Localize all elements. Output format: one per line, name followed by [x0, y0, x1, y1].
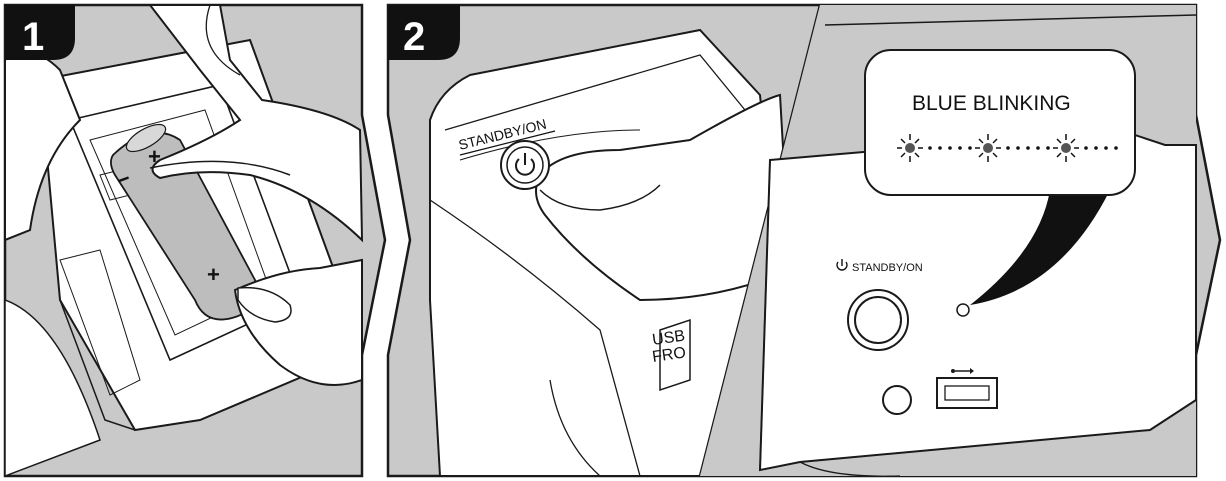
panel-step-1: + − + 1	[3, 3, 387, 478]
usb-label-left-line1: USB	[651, 328, 686, 349]
standby-label-right: STANDBY/ON	[852, 262, 923, 274]
step-number-2: 2	[403, 15, 425, 59]
usb-icon	[951, 368, 974, 374]
hand-top	[147, 5, 364, 243]
callout-bubble	[864, 49, 1136, 196]
plus-mark-top: +	[148, 144, 161, 169]
usb-label-left-line2: FRO	[651, 344, 687, 366]
panel-step-2: STANDBY/ON USB FRO BLUE BLINKING STANDBY…	[386, 3, 1222, 478]
plus-mark-bottom: +	[207, 262, 220, 287]
finger	[535, 93, 792, 302]
blink-dots	[928, 146, 1118, 150]
callout-pointer	[970, 190, 1110, 305]
blink-icon	[897, 134, 923, 162]
step-badge-2	[388, 5, 460, 60]
blink-icon	[975, 134, 1001, 162]
blink-icon	[1053, 134, 1079, 162]
step-number-1: 1	[22, 15, 44, 59]
step-badge-1	[5, 5, 75, 60]
standby-indicator	[956, 303, 970, 317]
power-icon	[515, 153, 535, 176]
callout-text: BLUE BLINKING	[912, 92, 1071, 115]
power-icon	[836, 259, 848, 271]
